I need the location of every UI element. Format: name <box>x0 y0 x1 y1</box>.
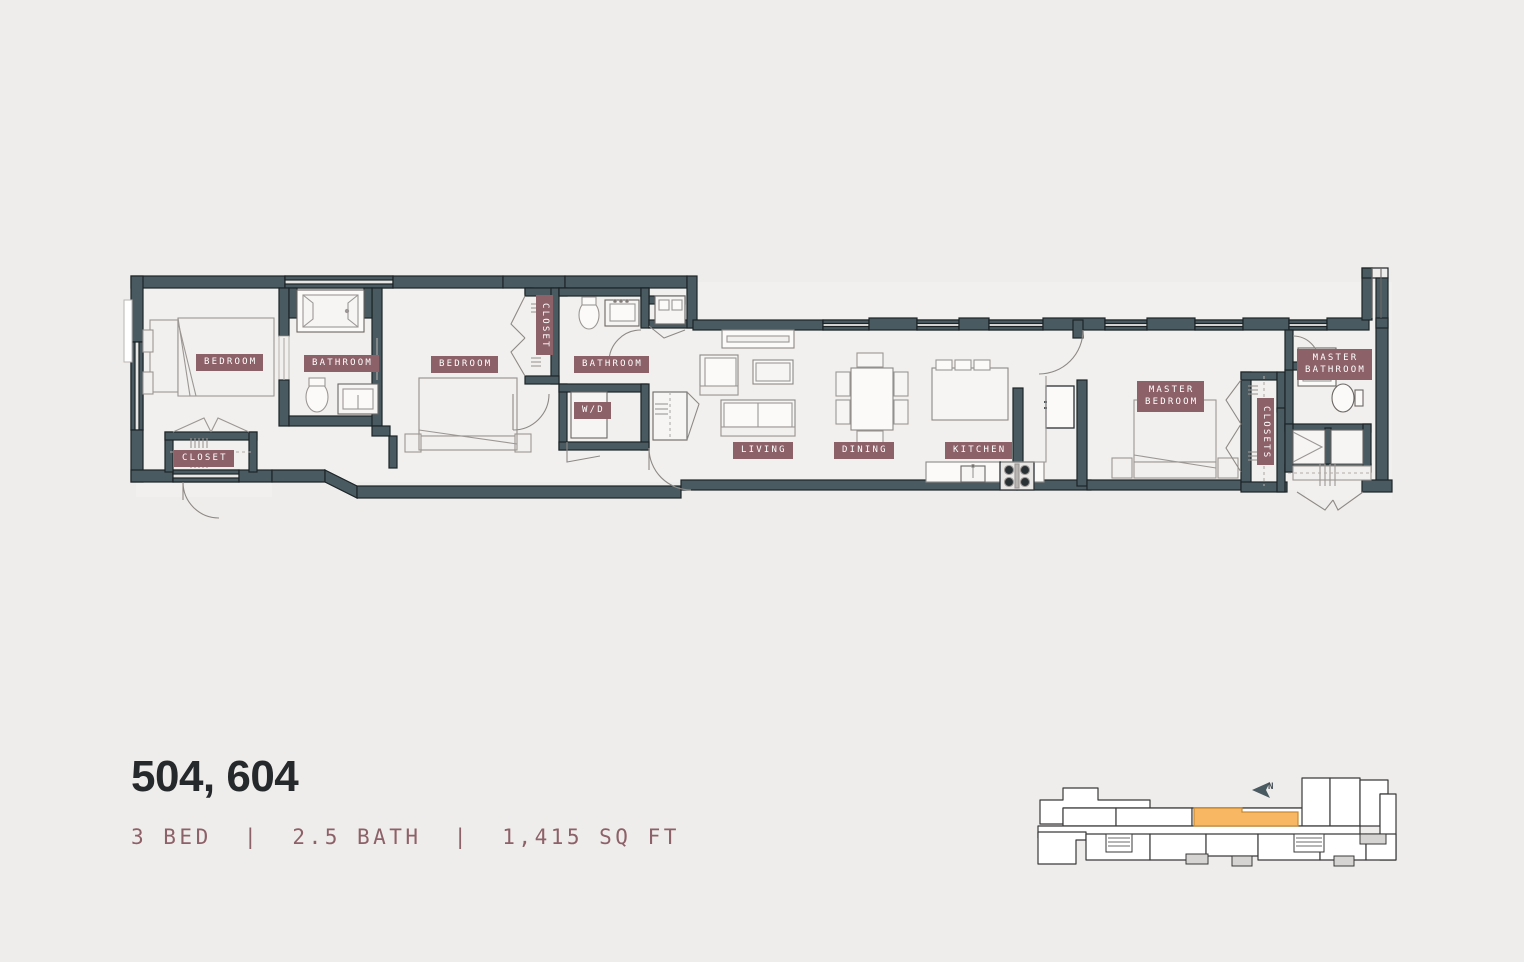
room-label-bathroom-1: BATHROOM <box>304 355 379 372</box>
toilet-bathroom-2 <box>578 296 600 330</box>
door-swing-corridor <box>648 447 692 491</box>
room-label-bedroom-1: BEDROOM <box>196 354 264 371</box>
refrigerator <box>1001 376 1075 463</box>
dining-table <box>835 352 909 446</box>
door-swing-master-bath-exit <box>1296 491 1364 511</box>
room-label-dining: DINING <box>834 442 894 459</box>
bathtub-bathroom-1 <box>296 289 365 333</box>
vanity-master-bathroom <box>1292 429 1364 465</box>
toilet-bathroom-1 <box>305 377 329 413</box>
unit-info-block: 504, 604 3 BED | 2.5 BATH | 1,415 SQ FT <box>131 752 680 850</box>
sofa-living <box>720 399 796 437</box>
kitchen-sink <box>960 463 986 483</box>
room-label-master-bedroom: MASTER BEDROOM <box>1137 381 1205 412</box>
kitchen-island <box>931 359 1009 421</box>
shower-niche <box>648 295 686 339</box>
room-label-bedroom-2: BEDROOM <box>431 356 499 373</box>
room-label-washer-dryer: W/D <box>574 402 611 419</box>
key-plan-highlighted-unit <box>1193 807 1299 827</box>
vanity-bathroom-2 <box>604 299 640 327</box>
unit-specs-text: 3 BED | 2.5 BATH | 1,415 SQ FT <box>131 825 680 849</box>
entry-door-swing <box>182 481 220 519</box>
vanity-bathroom-1 <box>337 383 379 415</box>
toilet-master-bathroom <box>1331 383 1364 413</box>
console-table <box>721 329 795 349</box>
coffee-table-living <box>752 359 794 385</box>
room-label-living: LIVING <box>733 442 793 459</box>
unit-number-title: 504, 604 <box>131 752 299 801</box>
armchair-living <box>699 354 739 396</box>
wall-structure <box>123 267 1393 499</box>
key-plan: N <box>1030 768 1400 880</box>
closet-doors-master <box>1225 376 1265 486</box>
room-label-kitchen: KITCHEN <box>945 442 1013 459</box>
kitchen-range <box>999 461 1035 491</box>
room-label-closets: CLOSETS <box>1257 398 1274 466</box>
exterior-detail-top-right <box>1371 268 1382 318</box>
door-swing-master <box>1038 329 1084 375</box>
key-plan-svg <box>1037 777 1397 867</box>
linen-closet <box>652 391 700 441</box>
room-label-closet-2: CLOSET <box>536 295 553 355</box>
north-arrow-icon <box>1252 782 1270 798</box>
room-label-closet-1: CLOSET <box>174 450 234 467</box>
north-label: N <box>1268 782 1274 792</box>
linen-master <box>1288 464 1372 486</box>
bed-bedroom-1 <box>142 317 275 397</box>
room-label-bathroom-2: BATHROOM <box>574 356 649 373</box>
bed-bedroom-2 <box>404 377 532 453</box>
room-label-master-bathroom: MASTER BATHROOM <box>1297 349 1372 380</box>
door-swing-bedroom-2 <box>512 393 550 431</box>
